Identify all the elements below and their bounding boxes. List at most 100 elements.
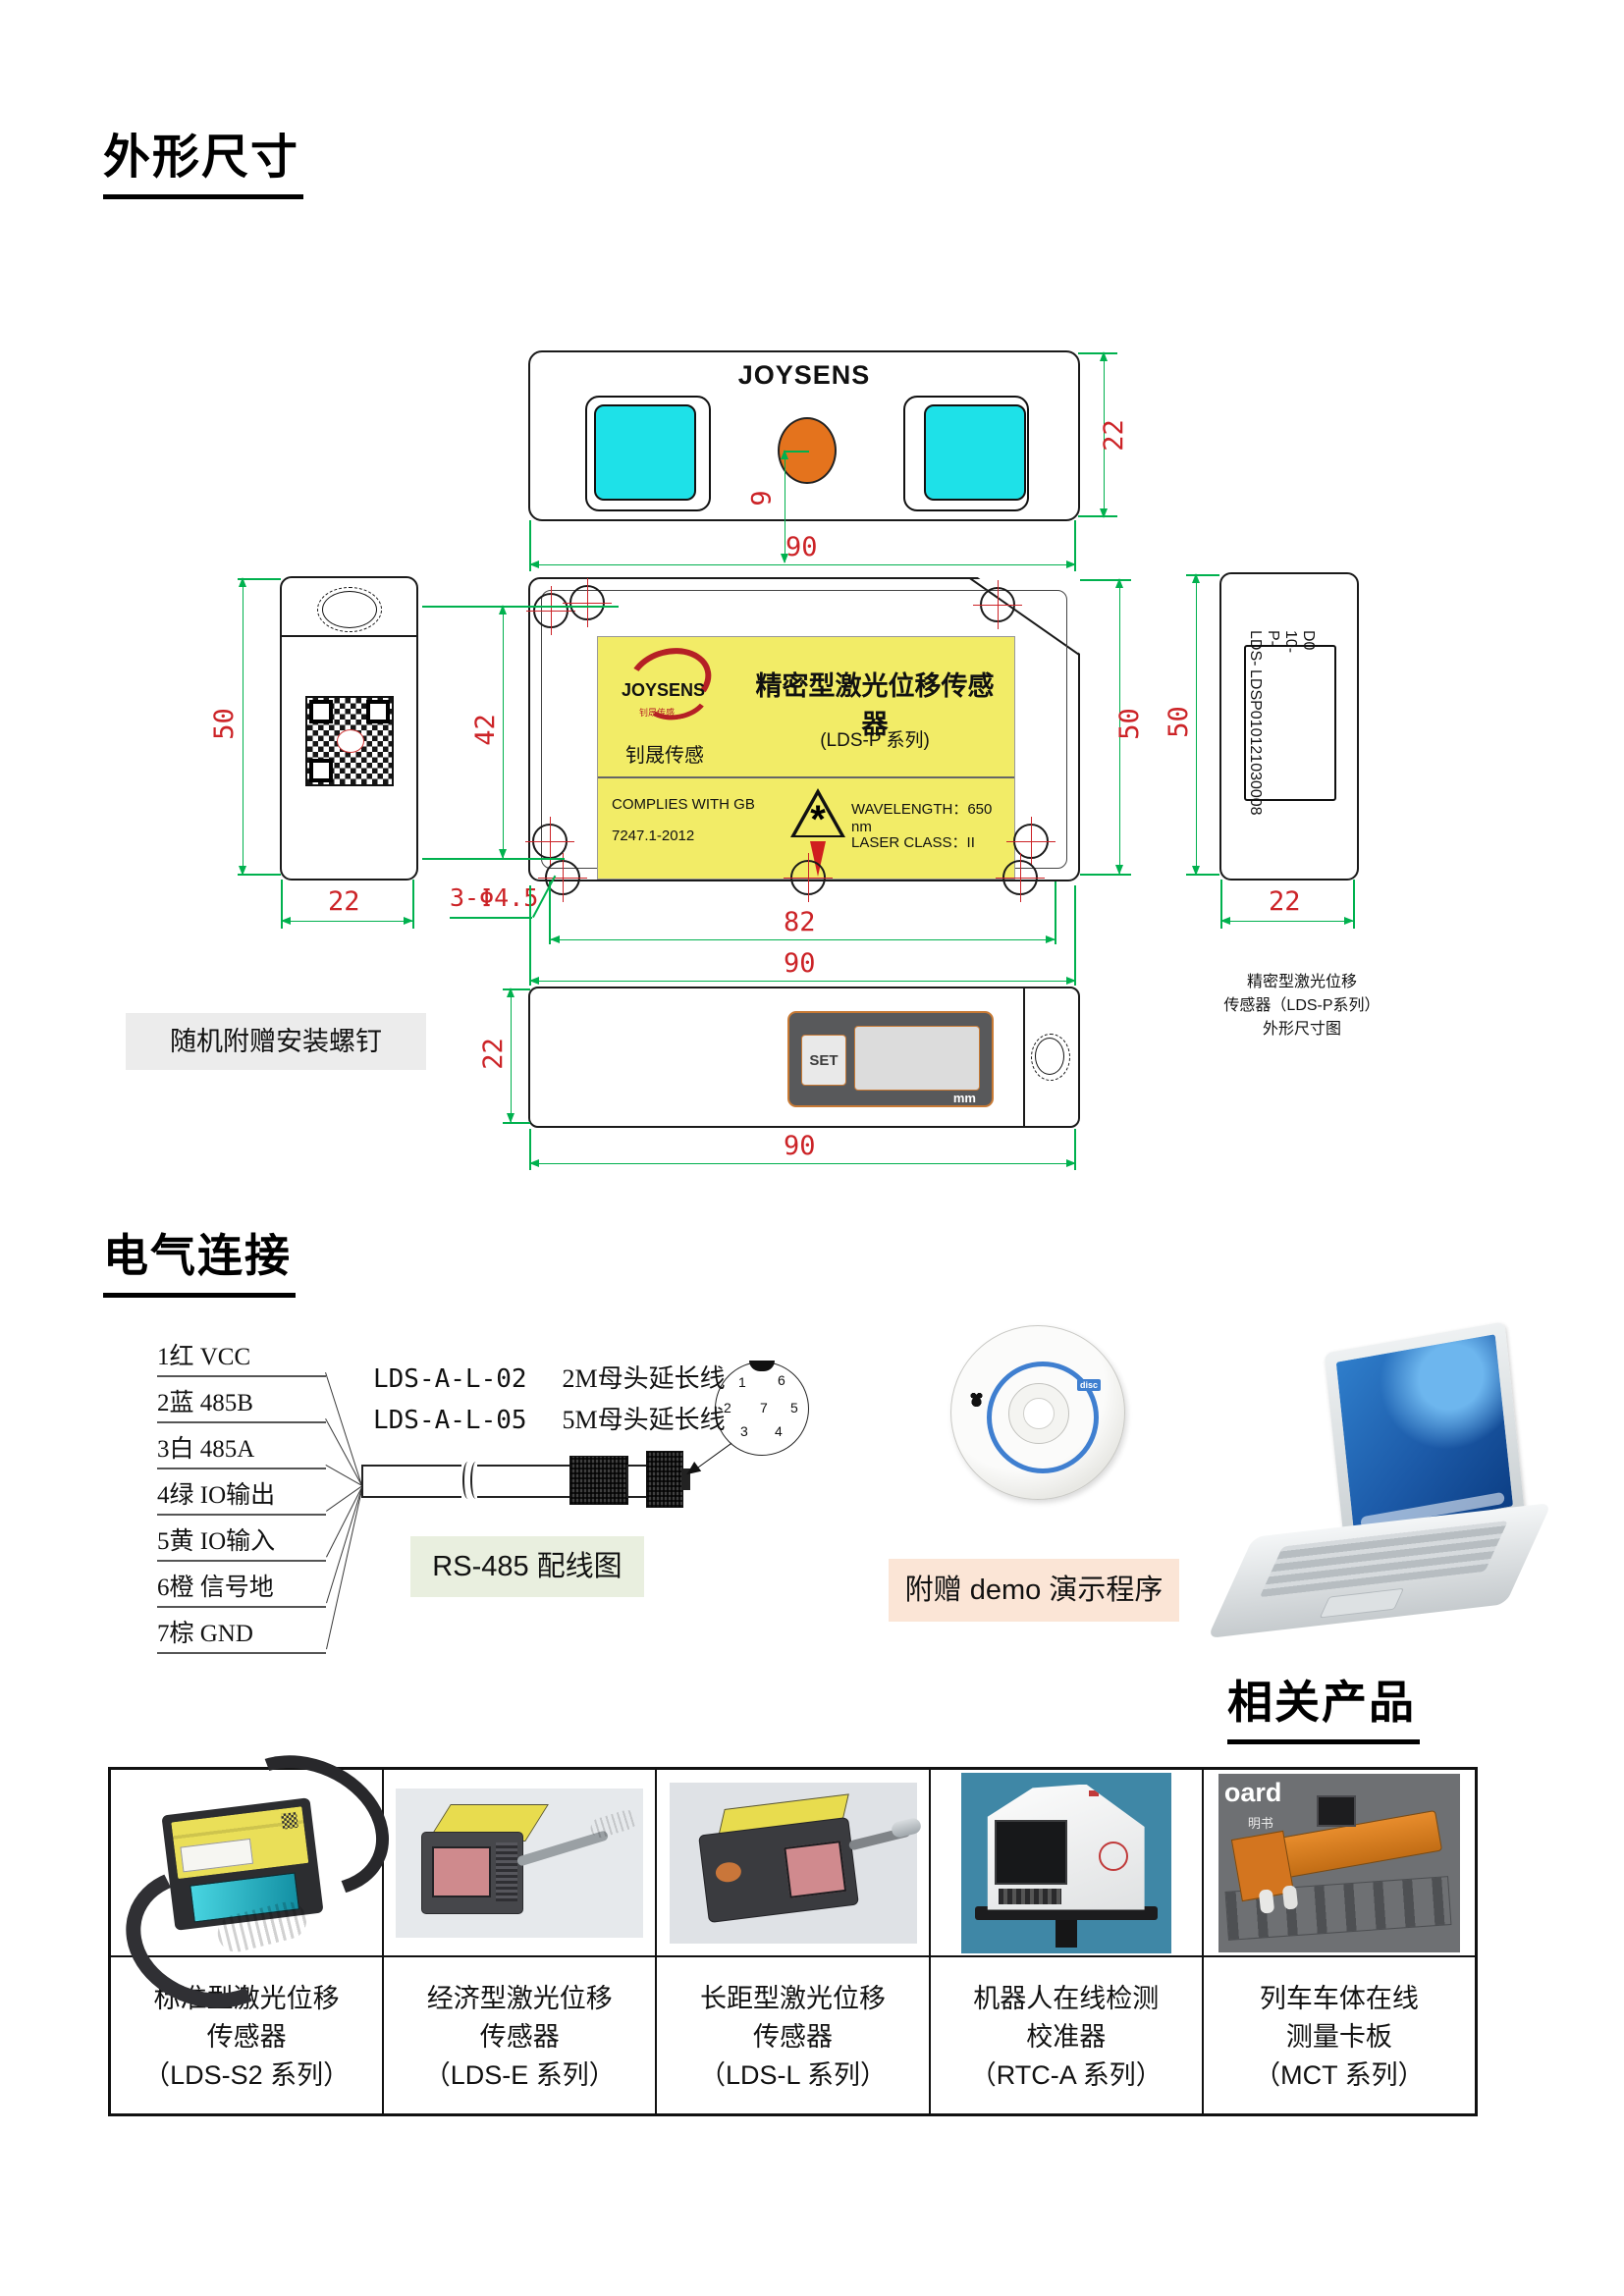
- product-photo-cell: [657, 1770, 931, 1955]
- ext-line: [238, 578, 281, 580]
- ext-line: [529, 885, 531, 986]
- product-photo-lds-e: [396, 1788, 644, 1938]
- product-photo-rtc-a: [960, 1772, 1171, 1953]
- sensor-window: [432, 1845, 492, 1897]
- screw-note: 随机附赠安装螺钉: [126, 1013, 426, 1070]
- connector-keyway: [749, 1361, 775, 1371]
- laptop-wallpaper: [1335, 1334, 1514, 1534]
- screw-hole-icon: [973, 580, 1022, 629]
- label-brand-seal: 钊晟传感: [639, 708, 676, 718]
- ext-line: [503, 988, 530, 990]
- dim-line-leftview-width: [281, 917, 413, 925]
- cable-tip: [890, 1816, 922, 1839]
- pin-label: 4绿 IO输出: [157, 1475, 326, 1516]
- dim-line-leftview-height: [239, 577, 246, 876]
- ext-line: [1220, 880, 1222, 929]
- dim-leftview-width: 22: [328, 886, 360, 917]
- product-name-line1: 机器人在线检测: [973, 1984, 1160, 2013]
- right-view-body: LDS-P-10-D0 LDSP010121030008: [1219, 572, 1359, 881]
- connector-neck: [626, 1465, 648, 1498]
- label-brand-cn: 钊晟传感: [625, 745, 704, 767]
- dim-rightview-height: 50: [1163, 706, 1194, 738]
- connector-ellipse: [1031, 1034, 1070, 1081]
- caption-line2: 传感器（LDS-P系列）: [1223, 997, 1380, 1014]
- cd-disc: disc: [950, 1325, 1125, 1500]
- ext-line: [529, 520, 531, 571]
- screw-hole-icon: [526, 586, 575, 635]
- cable-desc: 2M母头延长线: [562, 1364, 726, 1393]
- dim-line-frontview-width: [529, 977, 1076, 985]
- product-photo-lds-s2: [107, 1729, 412, 2029]
- product-name-cell: 经济型激光位移 传感器 （LDS-E 系列）: [384, 1957, 658, 2113]
- pin-label: 7棕 GND: [157, 1614, 326, 1654]
- screw-hole-icon: [563, 578, 612, 627]
- pinout-6: 6: [778, 1372, 785, 1388]
- unit-label: mm: [952, 1091, 976, 1105]
- dim-line-bottomview-height: [507, 988, 514, 1123]
- serial-label: LDS-P-10-D0 LDSP010121030008: [1244, 630, 1336, 816]
- dim-bottomview-height: 22: [477, 1038, 509, 1070]
- dim-frontview-height: 50: [1113, 708, 1145, 740]
- product-name-line1: 经济型激光位移: [426, 1984, 613, 2013]
- product-photo-cell: [931, 1770, 1204, 1955]
- top-view-brand: JOYSENS: [737, 360, 871, 390]
- lens-ellipse-outer: [317, 587, 382, 632]
- set-button: SET: [801, 1035, 846, 1086]
- pin-label: 2蓝 485B: [157, 1383, 326, 1423]
- ext-line: [1353, 880, 1355, 929]
- cable-desc: 5M母头延长线: [562, 1406, 726, 1434]
- ext-line: [412, 880, 414, 929]
- label-wavelength: WAVELENGTH：650 nm: [851, 801, 993, 835]
- product-photo-cell: [384, 1770, 658, 1955]
- dim-leftview-height: 50: [208, 708, 240, 740]
- device-logo: [1098, 1841, 1128, 1871]
- pin-label: 5黄 IO输入: [157, 1522, 326, 1562]
- connector-tip: [681, 1468, 690, 1490]
- connector-knurl: [569, 1456, 628, 1505]
- tripod-stem: [1055, 1919, 1077, 1948]
- ext-line: [503, 1122, 530, 1124]
- label-series: (LDS-P 系列): [820, 730, 930, 751]
- label-title: 精密型激光位移传感器: [755, 671, 995, 739]
- sensor-window: [783, 1840, 846, 1898]
- cable-model: LDS-A-L-02: [373, 1364, 527, 1394]
- optical-window-left: [594, 404, 696, 501]
- ext-line: [1074, 1129, 1076, 1170]
- pin-label: 3白 485A: [157, 1429, 326, 1469]
- laptop-keyboard: [1259, 1521, 1508, 1598]
- ext-line: [1055, 881, 1056, 944]
- roller: [1281, 1884, 1299, 1910]
- ext-line: [1080, 579, 1131, 581]
- related-products-table: oard 明书 标准型激光位移 传感器 （LDS-S2 系列） 经济型激光位移: [107, 1729, 1478, 2116]
- sensor-emitter: [714, 1860, 742, 1884]
- laptop-illustration: [1207, 1321, 1552, 1639]
- display-panel: SET mm: [787, 1011, 994, 1107]
- product-series: （LDS-S2 系列）: [143, 2060, 351, 2090]
- cd-blue-ring: [987, 1362, 1099, 1473]
- section-title-outline: 外形尺寸: [103, 118, 304, 199]
- bottom-view-body: SET mm: [528, 987, 1080, 1128]
- product-name-cell: 标准型激光位移 传感器 （LDS-S2 系列）: [111, 1957, 385, 2113]
- section-title-electrical: 电气连接: [103, 1220, 296, 1298]
- product-series: （MCT 系列）: [1254, 2060, 1425, 2090]
- dim-hole-spacing: 82: [784, 907, 816, 937]
- ext-line: [1078, 515, 1117, 517]
- product-name-line2: 传感器: [753, 2022, 833, 2052]
- dim-line-rightview-width: [1220, 917, 1354, 925]
- label-complies1: COMPLIES WITH GB: [612, 796, 755, 813]
- dim-line-label-height: [499, 605, 507, 859]
- roller: [1258, 1888, 1275, 1914]
- label-divider: [598, 776, 1014, 778]
- dim-line-hole-spacing: [550, 935, 1056, 943]
- product-label: JOYSENS 钊晟传感 钊晟传感 精密型激光位移传感器 (LDS-P 系列) …: [597, 636, 1015, 880]
- section-title-related: 相关产品: [1227, 1667, 1420, 1744]
- product-name-line1: 长距型激光位移: [700, 1984, 886, 2013]
- device-housing: [987, 1784, 1145, 1910]
- top-view-body: JOYSENS: [528, 350, 1080, 521]
- product-name-line1: 标准型激光位移: [153, 1984, 340, 2013]
- product-name-line1: 列车车体在线: [1259, 1984, 1419, 2013]
- bottom-view-seam: [1023, 988, 1025, 1126]
- dim-bottomview-width: 90: [784, 1131, 816, 1161]
